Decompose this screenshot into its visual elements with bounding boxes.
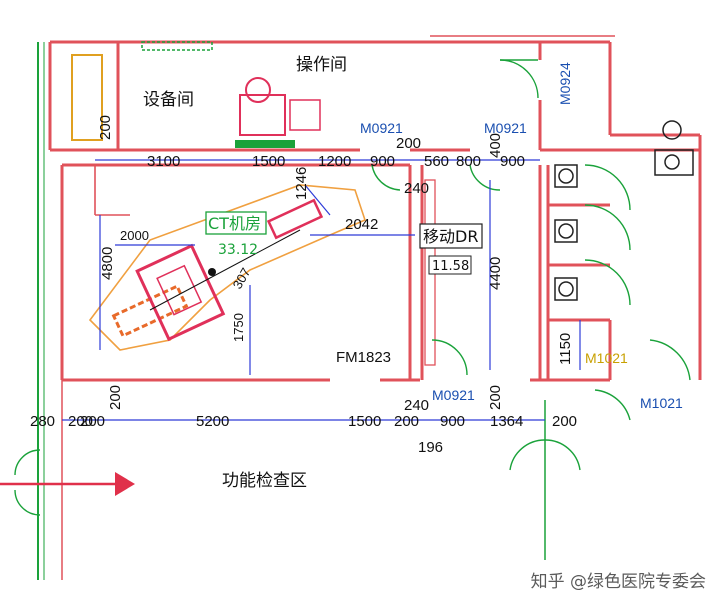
dim-3100: 3100 (147, 153, 180, 170)
dim-900-bot: 900 (440, 413, 465, 430)
door-m1021-b: M1021 (640, 395, 683, 411)
door-m0924: M0924 (557, 62, 573, 105)
dim-4400: 4400 (487, 257, 504, 290)
equipment-counter (71, 54, 103, 141)
dim-1750: 1750 (231, 313, 246, 342)
room-operation: 操作间 (296, 55, 347, 75)
dim-560: 560 (424, 153, 449, 170)
dim-200-b4: 200 (552, 413, 577, 430)
dim-900-top: 900 (370, 153, 395, 170)
room-ct-area: 33.12 (218, 242, 258, 258)
dim-200-left: 200 (97, 115, 114, 140)
dim-200-b1: 200 (68, 413, 93, 430)
room-equipment: 设备间 (143, 90, 194, 110)
dim-200-top: 200 (396, 135, 421, 152)
ct-gantry-inner (156, 264, 203, 316)
door-m0921-b: M0921 (484, 120, 527, 136)
door-m0921-c: M0921 (432, 387, 475, 403)
dim-1364: 1364 (490, 413, 523, 430)
dr-label-box: 移动DR 11.58 (419, 223, 483, 275)
door-m1021-a: M1021 (585, 350, 628, 366)
dim-4800: 4800 (99, 247, 116, 280)
dim-240-top: 240 (404, 180, 429, 197)
dim-280: 280 (30, 413, 55, 430)
ct-center (208, 268, 216, 276)
dim-1200: 1200 (318, 153, 351, 170)
dim-900-top2: 900 (500, 153, 525, 170)
dim-2000: 2000 (120, 228, 149, 243)
ct-table (111, 284, 189, 338)
cabinet (141, 41, 213, 51)
room-dr-area: 11.58 (432, 259, 469, 274)
dim-196: 196 (418, 439, 443, 456)
dim-1500-top: 1500 (252, 153, 285, 170)
dim-1500-bot: 1500 (348, 413, 381, 430)
ct-zone-outline (88, 184, 366, 351)
walls (48, 35, 702, 382)
console-desk (235, 140, 295, 148)
dim-200-b2: 200 (107, 385, 124, 410)
left-corridor-lines (37, 42, 63, 580)
dim-400: 400 (487, 133, 504, 158)
ct-label-box: CT机房 33.12 (205, 211, 267, 258)
door-swings (14, 59, 691, 560)
ct-axis (149, 229, 301, 311)
dim-1246: 1246 (293, 167, 310, 200)
dim-200-b5: 200 (80, 413, 105, 430)
dim-200-vert: 200 (487, 385, 504, 410)
operator-station (239, 77, 321, 136)
dim-240-bot: 240 (404, 397, 429, 414)
dim-2042: 2042 (345, 216, 378, 233)
dim-5200: 5200 (196, 413, 229, 430)
ct-bed (266, 198, 324, 240)
room-ct: CT机房 (208, 214, 261, 233)
door-fm1823: FM1823 (336, 349, 391, 366)
watermark: 知乎 @绿色医院专委会 (530, 572, 706, 592)
dim-200-b3: 200 (394, 413, 419, 430)
dimension-lines (62, 159, 581, 421)
entry-arrow (0, 472, 135, 496)
room-function-zone: 功能检查区 (222, 471, 307, 491)
dim-800: 800 (456, 153, 481, 170)
dim-1150: 1150 (557, 333, 574, 365)
restroom-fixtures (554, 120, 694, 301)
door-m0921-a: M0921 (360, 120, 403, 136)
room-dr: 移动DR (423, 227, 478, 246)
